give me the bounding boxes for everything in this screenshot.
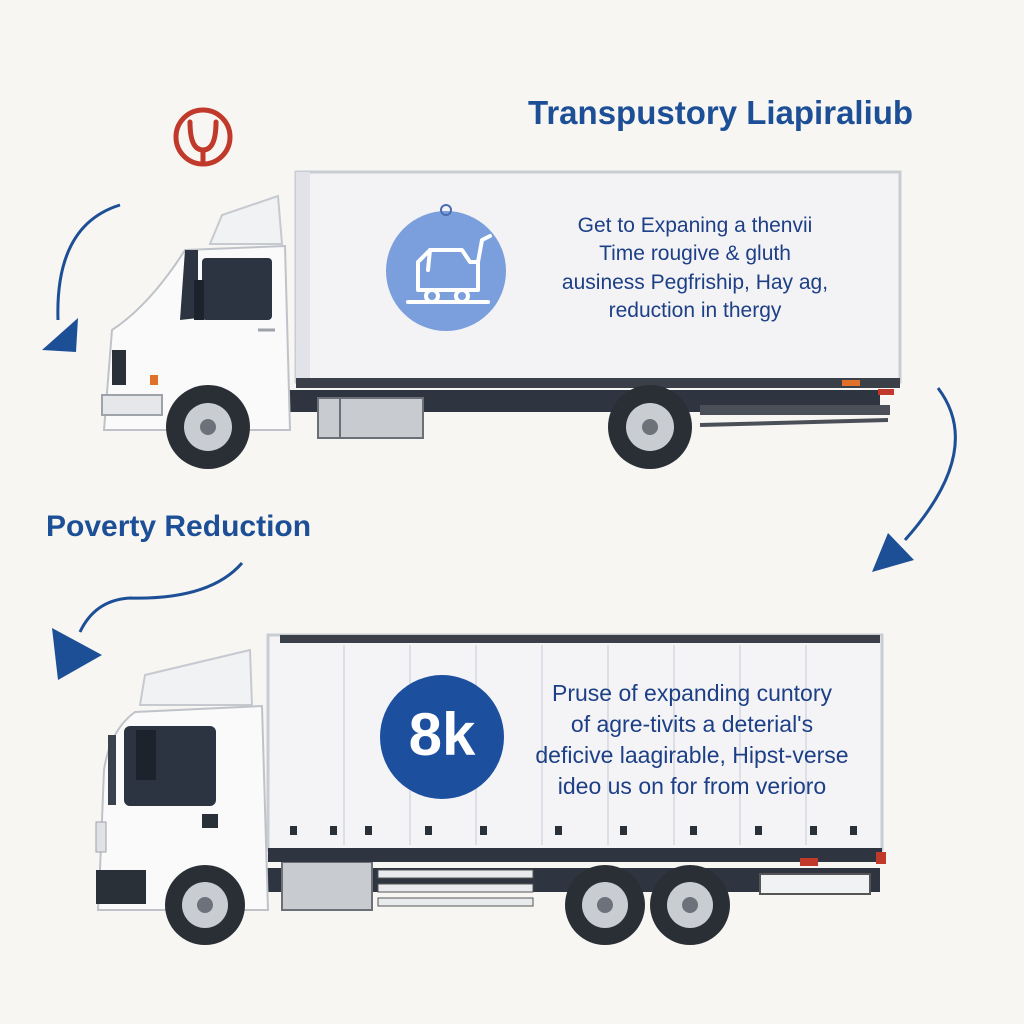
top-truck: [101, 170, 902, 469]
badge-8k: 8k: [408, 701, 476, 768]
top-line: Get to Expaning a thenvii: [577, 214, 813, 237]
bottom-heading: Poverty Reduction: [46, 510, 312, 543]
bottom-line: ideo us on for from verioro: [557, 773, 827, 800]
bottom-line: deficive laagirable, Hipst-verse: [535, 742, 849, 769]
curved-arrow-icon: [52, 562, 244, 680]
bottom-truck: [95, 633, 886, 945]
top-heading: Transpustory Liapiraliub: [528, 94, 914, 131]
curved-arrow-icon: [872, 387, 957, 572]
stethoscope-icon: [173, 107, 233, 167]
curved-arrow-icon: [42, 203, 121, 352]
top-box-text: Get to Expaning a thenvii Time rougive &…: [530, 212, 860, 325]
bottom-box-text: Pruse of expanding cuntory of agre-tivit…: [512, 678, 872, 802]
bottom-line: Pruse of expanding cuntory: [551, 680, 832, 706]
top-line: reduction in thergy: [608, 299, 782, 323]
bottom-line: of agre-tivits a deterial's: [570, 711, 814, 738]
top-line: Time rougive & gluth: [599, 242, 791, 266]
top-line: ausiness Pegfriship, Hay ag,: [561, 270, 829, 294]
vehicle-icon: [406, 234, 492, 304]
